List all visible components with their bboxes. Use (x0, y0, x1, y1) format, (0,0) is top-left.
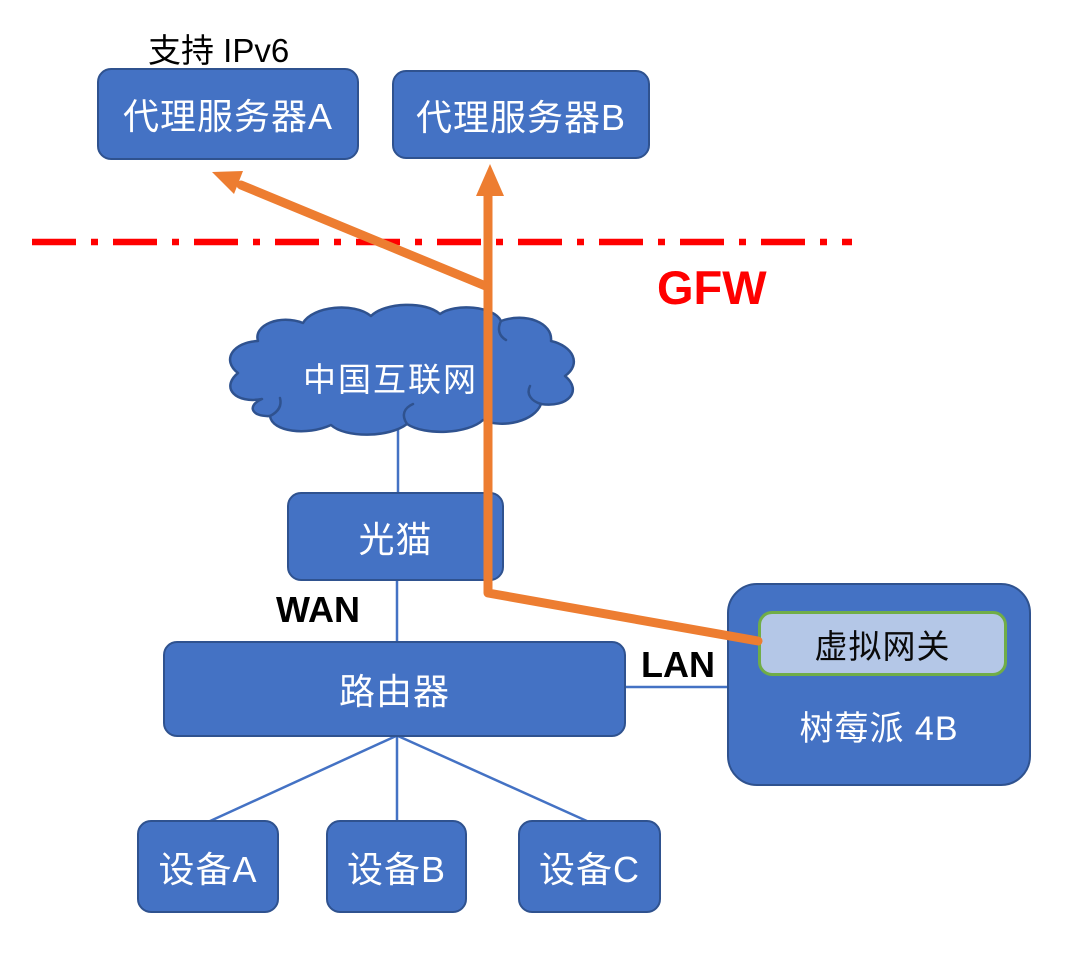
node-raspberry-pi: 虚拟网关 树莓派 4B (727, 583, 1031, 786)
node-device-a: 设备A (137, 820, 279, 913)
node-device-b: 设备B (326, 820, 467, 913)
modem-label: 光猫 (358, 518, 433, 560)
node-proxy-server-b: 代理服务器B (392, 70, 650, 159)
device-b-label: 设备B (346, 848, 446, 890)
node-router: 路由器 (163, 641, 626, 737)
ipv6-support-label: 支持 IPv6 (148, 32, 290, 69)
wan-label: WAN (276, 589, 360, 630)
node-modem: 光猫 (287, 492, 504, 581)
device-a-label: 设备A (158, 848, 258, 890)
proxy-server-a-label: 代理服务器A (122, 96, 333, 137)
node-device-c: 设备C (518, 820, 661, 913)
proxy-server-b-label: 代理服务器B (415, 96, 626, 138)
gfw-label: GFW (657, 261, 767, 314)
router-label: 路由器 (338, 671, 450, 712)
node-virtual-gateway: 虚拟网关 (758, 611, 1007, 676)
virtual-gateway-label: 虚拟网关 (814, 627, 951, 665)
node-proxy-server-a: 代理服务器A (97, 68, 359, 160)
cloud-label: 中国互联网 (303, 361, 478, 398)
device-c-label: 设备C (539, 848, 640, 890)
raspberry-pi-label: 树莓派 4B (799, 709, 959, 748)
lan-label: LAN (641, 644, 715, 685)
